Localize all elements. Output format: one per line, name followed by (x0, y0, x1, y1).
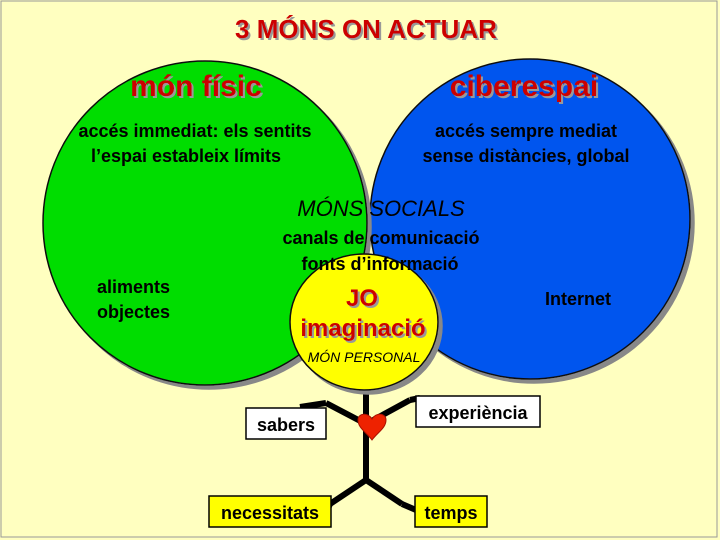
cyberspace-item1: Internet (545, 289, 611, 309)
social-worlds-line1: canals de comunicació (282, 228, 479, 248)
right-hand-box (415, 395, 541, 428)
right-hand-label: experiència (428, 403, 528, 423)
figure-left-arm-lower (299, 400, 327, 410)
personal-world-imagination: imaginació (300, 315, 425, 342)
page-title: 3 MÓNS ON ACTUAR (235, 14, 497, 44)
physical-world-circle (42, 60, 368, 386)
cyberspace-line2: sense distàncies, global (422, 146, 629, 166)
figure-left-leg (328, 477, 368, 507)
physical-world-item1: aliments (97, 277, 170, 297)
heart-icon (357, 413, 387, 441)
personal-world-jo: JO (346, 285, 378, 312)
cyberspace-line1: accés sempre mediat (435, 121, 617, 141)
personal-world-caption: MÓN PERSONAL (308, 349, 421, 365)
cyberspace-circle (369, 58, 691, 380)
left-foot-box (208, 495, 332, 528)
social-worlds-line2: fonts d’informació (302, 254, 459, 274)
figure-right-leg (364, 477, 404, 507)
right-foot-label: temps (424, 503, 477, 523)
physical-world-line1: accés immediat: els sentits (78, 121, 311, 141)
physical-world-line2: l’espai estableix límits (91, 146, 281, 166)
left-foot-label: necessitats (221, 503, 319, 523)
left-hand-label: sabers (257, 415, 315, 435)
figure-right-foot (400, 501, 418, 513)
physical-world-item2: objectes (97, 302, 170, 322)
cyberspace-heading: ciberespai (450, 70, 598, 103)
social-worlds-heading: MÓNS SOCIALS (297, 196, 465, 221)
physical-world-heading: món físic (130, 70, 262, 103)
left-hand-box (245, 407, 327, 440)
right-foot-box (414, 495, 488, 528)
personal-world-circle (289, 253, 439, 391)
